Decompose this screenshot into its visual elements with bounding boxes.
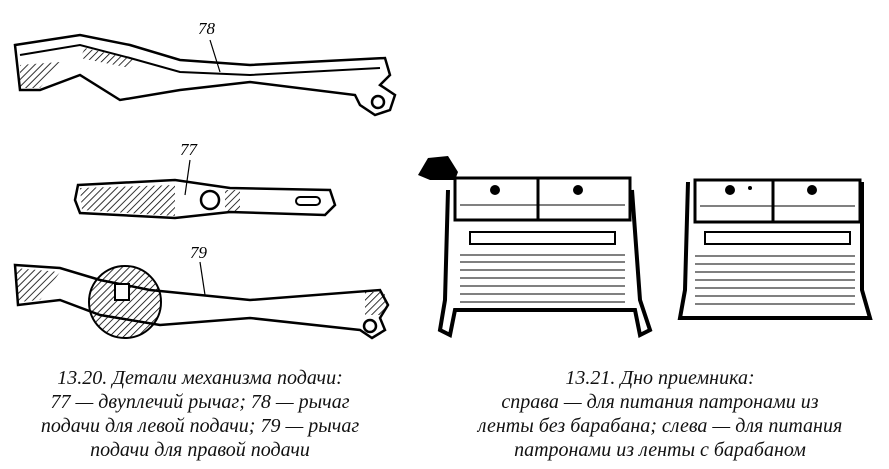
feed-lever-79-drawing: 79 [13,243,390,340]
caption-figure-13-21: 13.21. Дно приемника: справа — для питан… [430,366,889,462]
caption-line: 77 — двуплечий рычаг; 78 — рычаг [50,391,350,413]
caption-line: справа — для питания патронами из [501,391,819,413]
caption-line: патронами из ленты с барабаном [514,439,806,461]
receiver-bottom-with-drum-drawing [418,156,653,338]
label-78: 78 [198,19,216,38]
caption-line: 13.21. Дно приемника: [565,367,755,389]
caption-line: подачи для правой подачи [90,439,310,461]
caption-line: подачи для левой подачи; 79 — рычаг [40,415,360,437]
receiver-bottom-without-drum-drawing [677,178,873,320]
caption-line: ленты без барабана; слева — для питания [477,415,843,437]
label-77: 77 [180,140,199,159]
label-79: 79 [190,243,208,262]
caption-figure-13-20: 13.20. Детали механизма подачи: 77 — дву… [0,366,400,462]
double-arm-lever-77-drawing: 77 [73,140,337,220]
caption-line: 13.20. Детали механизма подачи: [57,367,343,389]
feed-lever-78-drawing: 78 [13,19,397,117]
